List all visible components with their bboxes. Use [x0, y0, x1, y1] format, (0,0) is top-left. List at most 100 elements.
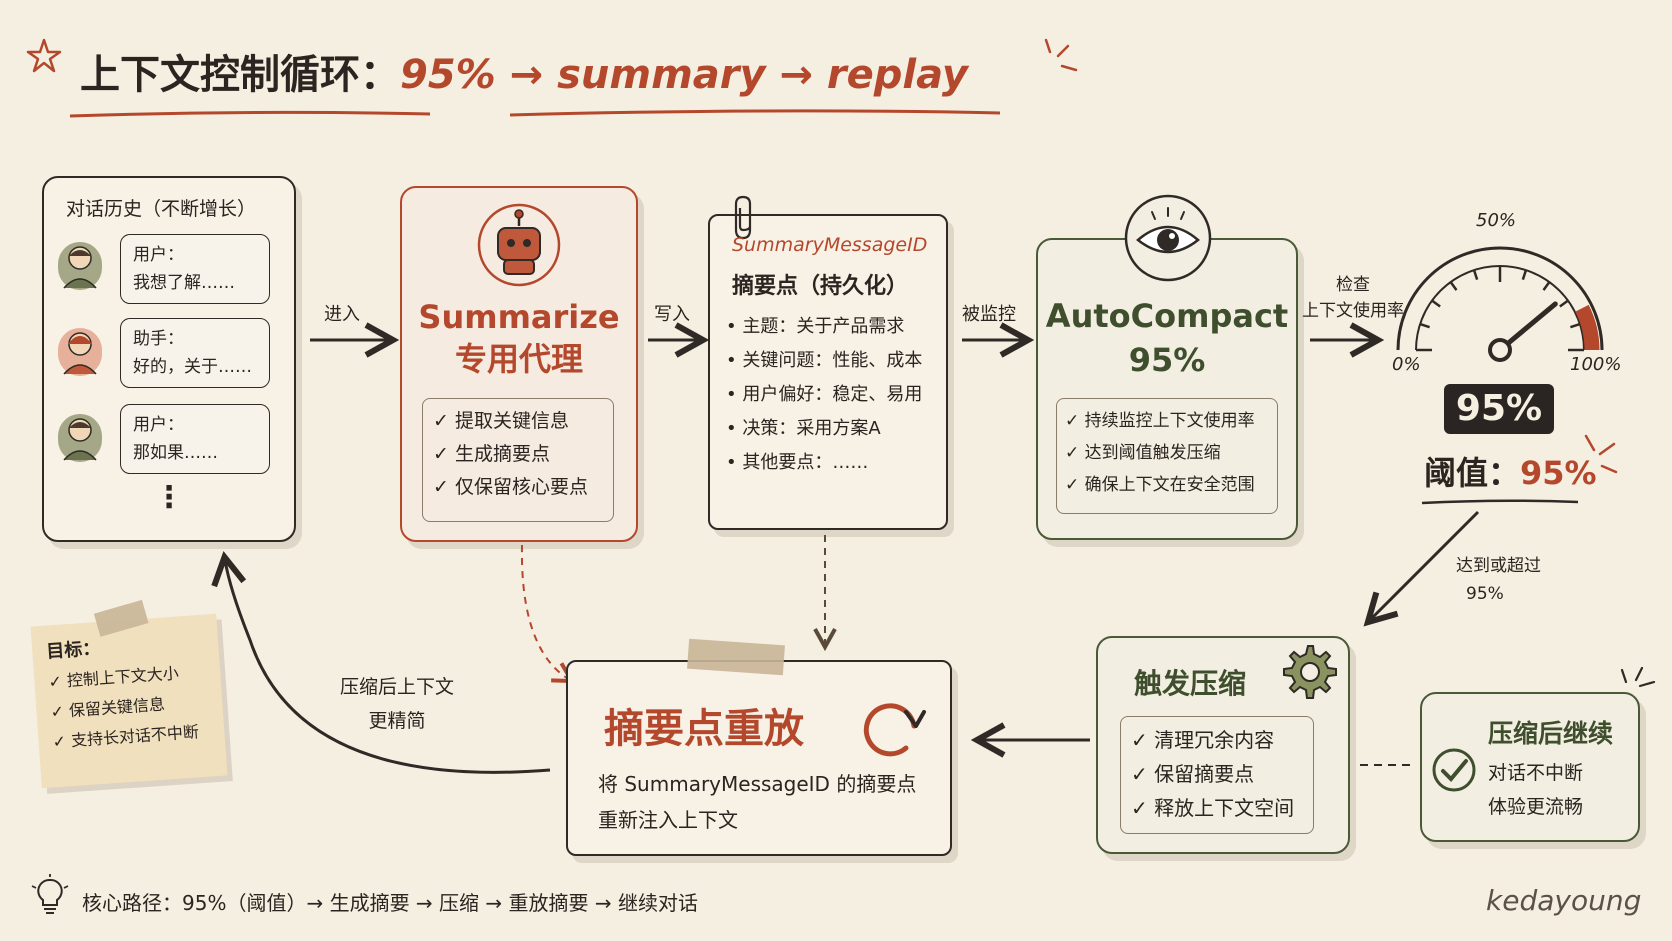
- more-messages-icon: ⋮: [154, 480, 184, 515]
- threshold-label: 阈值：95%: [1424, 448, 1597, 494]
- threshold-underline: [1420, 492, 1580, 511]
- summary-item: • 关键问题：性能、成本: [726, 350, 923, 371]
- continue-line: 体验更流畅: [1488, 796, 1584, 818]
- summary-item: • 决策：采用方案A: [726, 418, 881, 439]
- summarize-agent-card: Summarize 专用代理 ✓ 提取关键信息 ✓ 生成摘要点 ✓ 仅保留核心要…: [400, 186, 638, 542]
- replay-line: 重新注入上下文: [598, 808, 738, 832]
- checklist-item: ✓ 确保上下文在安全范围: [1065, 475, 1255, 495]
- summary-id: SummaryMessageID: [732, 234, 928, 256]
- avatar: [58, 414, 102, 462]
- autocompact-title: AutoCompact 95%: [1038, 294, 1296, 382]
- label-reach-line1: 达到或超过: [1456, 556, 1541, 576]
- summary-message-card: SummaryMessageID 摘要点（持久化） • 主题：关于产品需求 • …: [708, 195, 948, 530]
- gauge-tick: [1521, 269, 1528, 281]
- label-shorter: 压缩后上下文 更精简: [340, 670, 454, 738]
- history-panel: 对话历史（不断增长） 用户： 我想了解…… 助手： 好的，关于…… 用户： 那如…: [42, 176, 296, 542]
- arrow-gauge-to-trigger: [1370, 510, 1480, 620]
- star-icon: [26, 38, 62, 74]
- label-check-line1: 检查: [1336, 275, 1370, 295]
- gauge-value: 95%: [1444, 384, 1554, 434]
- gauge-ticks: [1416, 266, 1584, 352]
- summary-item: • 主题：关于产品需求: [726, 316, 905, 337]
- autocompact-card: AutoCompact 95% ✓ 持续监控上下文使用率 ✓ 达到阈值触发压缩 …: [1036, 194, 1298, 540]
- summary-items: • 主题：关于产品需求 • 关键问题：性能、成本 • 用户偏好：稳定、易用 • …: [726, 310, 922, 480]
- message-role: 用户：: [133, 245, 184, 265]
- signature: kedayoung: [1486, 884, 1642, 917]
- goal-sticky-note: 目标： ✓ 控制上下文大小 ✓ 保留关键信息 ✓ 支持长对话不中断: [30, 599, 228, 789]
- checklist-item: ✓ 生成摘要点: [433, 443, 550, 465]
- gauge-tick: [1559, 299, 1569, 308]
- avatar: [58, 242, 102, 290]
- gauge-tick: [1449, 281, 1458, 291]
- label-reach-line2: 95%: [1466, 584, 1504, 604]
- label-enter: 进入: [324, 304, 360, 325]
- gauge-threshold-arc: [1575, 304, 1600, 351]
- tape-decoration: [687, 638, 785, 676]
- threshold-spark-icon: [1580, 432, 1620, 486]
- label-shorter-line1: 压缩后上下文: [340, 676, 455, 698]
- label-reach: 达到或超过 95%: [1456, 552, 1541, 608]
- trigger-title: 触发压缩: [1134, 667, 1247, 700]
- gauge-tick: [1542, 281, 1551, 291]
- summarize-checklist: ✓ 提取关键信息 ✓ 生成摘要点 ✓ 仅保留核心要点: [422, 398, 614, 522]
- message-role: 助手：: [133, 329, 184, 349]
- continue-line: 对话不中断: [1488, 762, 1584, 784]
- label-check-line2: 上下文使用率: [1302, 301, 1404, 321]
- trigger-checklist: ✓ 清理冗余内容 ✓ 保留摘要点 ✓ 释放上下文空间: [1120, 716, 1314, 834]
- checklist-item: ✓ 释放上下文空间: [1131, 796, 1295, 820]
- gauge-label-0: 0%: [1392, 354, 1421, 375]
- message-text: 我想了解……: [133, 273, 235, 293]
- summary-heading: 摘要点（持久化）: [732, 274, 909, 299]
- replay-line: 将 SummaryMessageID 的摘要点: [598, 772, 917, 796]
- continue-title: 压缩后继续: [1488, 719, 1614, 748]
- page-title: 上下文控制循环：95% → summary → replay: [80, 42, 968, 100]
- paperclip-icon: [732, 194, 758, 244]
- gear-icon: [1276, 642, 1340, 710]
- checklist-item: ✓ 持续监控上下文使用率: [1065, 411, 1255, 431]
- replay-title: 摘要点重放: [604, 706, 804, 752]
- summary-item: • 用户偏好：稳定、易用: [726, 384, 923, 405]
- gauge-tick: [1569, 322, 1581, 329]
- check-circle-icon: [1430, 746, 1478, 798]
- summarize-title-line1: Summarize: [418, 298, 620, 336]
- title-main: 上下文控制循环：: [80, 52, 400, 98]
- checklist-item: ✓ 清理冗余内容: [1131, 728, 1275, 752]
- checklist-item: ✓ 保留摘要点: [1131, 762, 1255, 786]
- usage-gauge: [1380, 210, 1620, 370]
- robot-icon: [476, 202, 562, 292]
- replay-lines: 将 SummaryMessageID 的摘要点 重新注入上下文: [598, 766, 916, 838]
- gauge-tick: [1419, 322, 1431, 329]
- history-message: 用户： 我想了解……: [120, 234, 270, 304]
- dashed-summarize-to-replay: [520, 544, 570, 680]
- title-spark-icon: [1040, 36, 1090, 90]
- gauge-label-100: 100%: [1570, 354, 1622, 375]
- title-underline: [69, 104, 1030, 130]
- avatar: [58, 328, 102, 376]
- continue-spark-icon: [1618, 664, 1658, 708]
- checklist-item: ✓ 达到阈值触发压缩: [1065, 443, 1221, 463]
- continue-card: 压缩后继续 对话不中断 体验更流畅: [1420, 692, 1640, 842]
- title-flow: 95% → summary → replay: [400, 52, 968, 98]
- autocompact-title-line1: AutoCompact: [1045, 297, 1289, 335]
- history-message: 用户： 那如果……: [120, 404, 270, 474]
- threshold-value: 95%: [1520, 454, 1597, 492]
- summarize-title-line2: 专用代理: [454, 340, 583, 378]
- checklist-item: ✓ 仅保留核心要点: [433, 476, 588, 498]
- lightbulb-icon: [30, 874, 70, 922]
- gauge-tick: [1431, 299, 1441, 308]
- gauge-label-50: 50%: [1476, 210, 1517, 231]
- footer-core-path: 核心路径：95%（阈值）→ 生成摘要 → 压缩 → 重放摘要 → 继续对话: [82, 891, 698, 915]
- checklist-item: ✓ 提取关键信息: [433, 410, 569, 432]
- continue-lines: 对话不中断 体验更流畅: [1488, 756, 1583, 824]
- summary-item: • 其他要点：……: [726, 452, 869, 473]
- autocompact-checklist: ✓ 持续监控上下文使用率 ✓ 达到阈值触发压缩 ✓ 确保上下文在安全范围: [1056, 398, 1278, 514]
- label-check: 检查 上下文使用率: [1302, 272, 1404, 324]
- history-message: 助手： 好的，关于……: [120, 318, 270, 388]
- message-text: 那如果……: [133, 443, 218, 463]
- trigger-compression-card: 触发压缩 ✓ 清理冗余内容 ✓ 保留摘要点 ✓ 释放上下文空间: [1096, 636, 1350, 854]
- autocompact-title-line2: 95%: [1128, 341, 1206, 379]
- gauge-tick: [1472, 269, 1479, 281]
- label-write: 写入: [654, 304, 690, 325]
- label-monitored: 被监控: [962, 304, 1016, 325]
